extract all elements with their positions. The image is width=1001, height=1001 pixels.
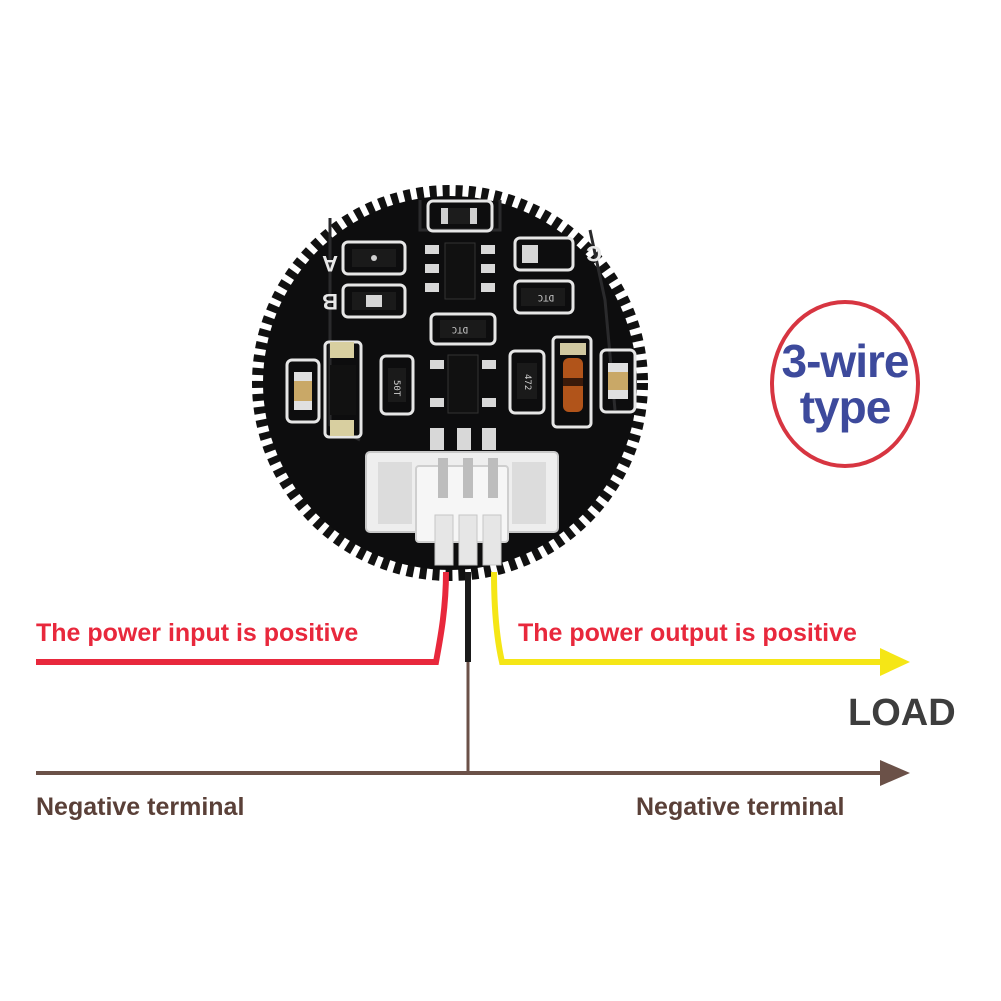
badge-line-1: 3-wire	[781, 335, 910, 387]
silk-a: A	[322, 251, 338, 276]
load-label: LOAD	[848, 692, 956, 734]
badge-line-2: type	[799, 381, 892, 433]
three-pin-connector	[365, 428, 559, 566]
chip-marking-2: DTC	[452, 324, 468, 334]
output-arrow-icon	[880, 648, 910, 676]
negative-terminal-left-label: Negative terminal	[36, 793, 245, 821]
power-output-label: The power output is positive	[518, 619, 857, 647]
wires	[36, 571, 910, 786]
positive-input-wire	[36, 571, 449, 665]
res-marking: 50T	[391, 380, 401, 397]
silk-c: C	[586, 241, 602, 266]
chip-marking-1: DTC	[538, 292, 554, 302]
silk-b: B	[322, 289, 338, 314]
power-input-label: The power input is positive	[36, 619, 359, 647]
negative-terminal-right-label: Negative terminal	[636, 793, 845, 821]
wire-type-badge: 3-wire type	[770, 300, 920, 468]
res-marking-2: 472	[522, 374, 532, 390]
sensor-module: A B C DTC DTC	[252, 185, 648, 581]
positive-output-wire	[491, 571, 885, 665]
negative-arrow-icon	[880, 760, 910, 786]
